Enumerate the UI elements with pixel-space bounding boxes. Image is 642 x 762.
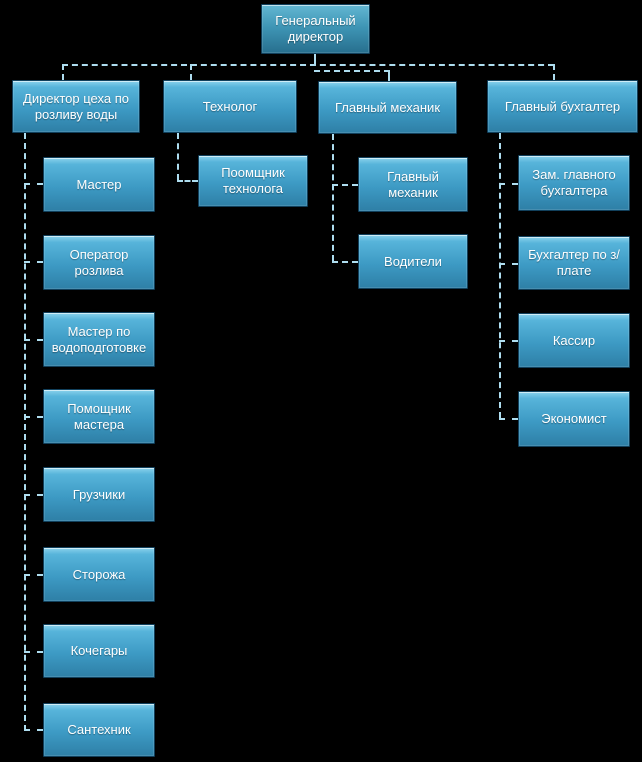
connector-branch3-spine [332,134,334,261]
connector-bus [62,64,554,66]
connector-branch1-stub-6 [24,574,43,576]
connector-branch3-stub-1 [332,184,358,186]
org-node-payroll-accountant[interactable]: Бухгалтер по з/плате [518,236,630,290]
connector-trunk [314,53,316,65]
connector-branch1-stub-8 [24,729,43,731]
connector-branch4-stub-2 [499,263,518,265]
connector-drop-chief-mechanic [388,70,390,82]
org-node-chief-mechanic[interactable]: Главный механик [318,81,457,134]
connector-drop-bottling-director [62,64,64,80]
org-node-drivers[interactable]: Водители [358,234,468,289]
connector-branch4-stub-3 [499,340,518,342]
connector-branch1-stub-7 [24,651,43,653]
connector-branch1-stub-2 [24,261,43,263]
connector-branch1-stub-3 [24,339,43,341]
org-node-technologist-assistant[interactable]: Поомщник технолога [198,155,308,207]
org-node-master-assistant[interactable]: Помощник мастера [43,389,155,444]
connector-drop-chief-accountant [553,64,555,80]
org-node-economist[interactable]: Экономист [518,391,630,447]
org-node-deputy-chief-accountant[interactable]: Зам. главного бухгалтера [518,155,630,211]
connector-branch1-spine [24,133,26,731]
org-node-technologist[interactable]: Технолог [163,80,297,133]
org-node-master[interactable]: Мастер [43,157,155,212]
connector-drop-technologist [190,64,192,80]
connector-branch4-stub-4 [499,418,518,420]
org-node-chief-accountant[interactable]: Главный бухгалтер [487,80,638,133]
org-node-general-director[interactable]: Генеральный директор [261,4,370,54]
connector-branch1-stub-5 [24,494,43,496]
connector-branch3-stub-2 [332,261,358,263]
org-node-watchmen[interactable]: Сторожа [43,547,155,602]
org-node-bottling-operator[interactable]: Оператор розлива [43,235,155,290]
org-node-plumber[interactable]: Сантехник [43,703,155,757]
connector-branch1-stub-1 [24,183,43,185]
connector-branch4-stub-1 [499,183,518,185]
org-node-stokers[interactable]: Кочегары [43,624,155,678]
org-node-mechanic[interactable]: Главный механик [358,157,468,212]
org-node-loaders[interactable]: Грузчики [43,467,155,522]
connector-bus-mechanic [314,70,390,72]
connector-branch2-spine [177,133,179,180]
org-node-bottling-director[interactable]: Директор цеха по розливу воды [12,80,140,133]
org-node-water-treatment-master[interactable]: Мастер по водоподготовке [43,312,155,367]
connector-branch2-stub-1 [177,180,198,182]
connector-branch1-stub-4 [24,416,43,418]
connector-branch4-spine [499,133,501,418]
org-node-cashier[interactable]: Кассир [518,313,630,368]
